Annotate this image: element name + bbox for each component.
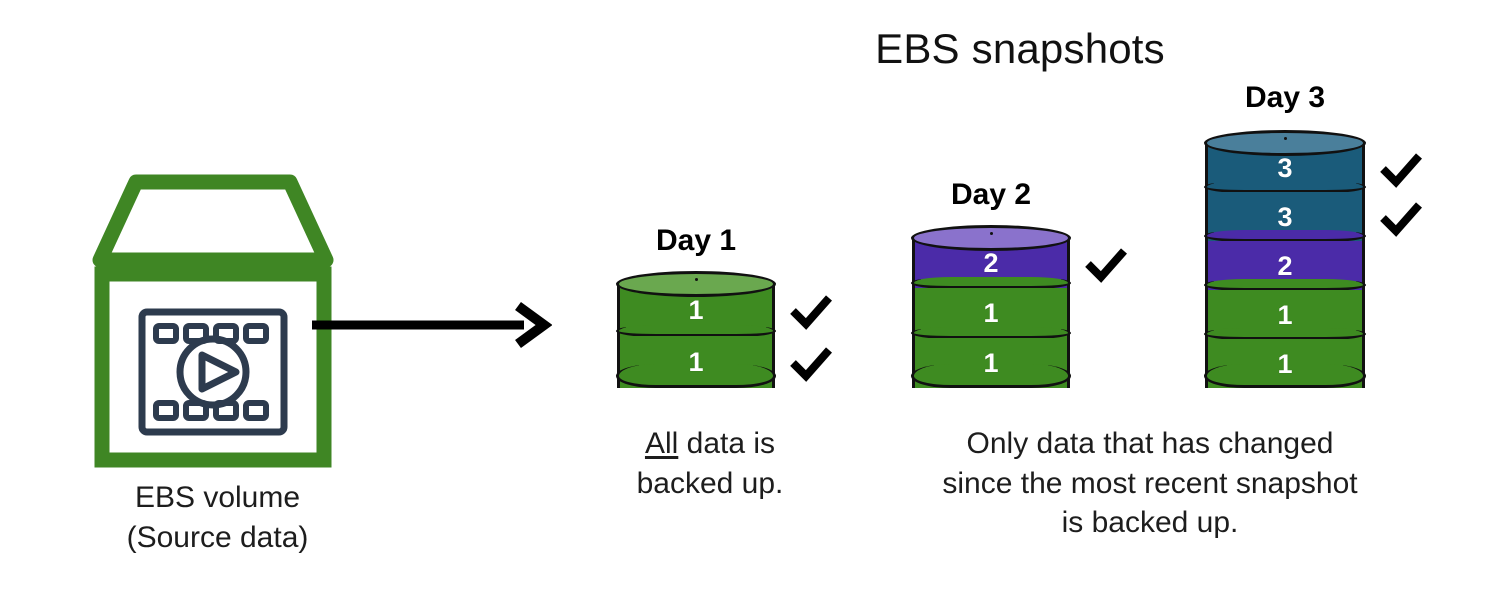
layer-value: 1 [688,347,704,378]
layer-separator [1204,328,1366,340]
snapshot-layer-day3-3: 2 [1204,241,1366,291]
flow-arrow-right-icon [312,300,553,350]
layer-separator [1204,279,1366,291]
layer-value: 3 [1277,201,1293,232]
ebs-volume-icon [88,168,338,473]
snapshot-layer-day3-4: 1 [1204,290,1366,340]
day1-note-line-2: backed up. [636,466,784,500]
snapshot-layer-day2-1: 2 [911,238,1071,289]
checkmark-icon-day3-1 [1379,148,1423,192]
cylinder-day3: 3 3 2 1 1 [1204,130,1366,388]
checkmark-icon-day3-2 [1379,197,1423,241]
layer-separator [911,277,1071,289]
day23-note-line-1: Only data that has changed [966,427,1334,460]
layer-separator [1204,230,1366,242]
snapshot-stack-day3: Day 3 3 3 2 1 1 [1204,81,1422,388]
cylinder-day2: 2 1 1 [911,225,1071,388]
ebs-caption-line-1: EBS volume [134,481,301,514]
snapshot-stack-day2: Day 2 2 1 1 [911,178,1127,388]
layer-value: 1 [1277,348,1293,379]
cap-center-dot [989,232,993,235]
stack-label-day1: Day 1 [655,224,737,257]
cap-center-dot [1283,137,1287,140]
layer-value: 1 [688,295,704,326]
ebs-caption-line-2: (Source data) [126,520,309,554]
cylinder-base-day3 [1204,364,1366,388]
checkmark-icon-day1-1 [789,290,833,334]
day23-note-line-2: since the most recent snapshot [942,466,1358,500]
day1-note: All data is backed up. [600,424,820,503]
layer-value: 1 [983,298,999,329]
layer-value: 1 [1277,299,1293,330]
ebs-volume-caption: EBS volume (Source data) [45,478,390,557]
layer-separator [911,327,1071,339]
day1-note-line-1-rest: data is [678,427,776,460]
cylinder-top-cap-day3 [1204,130,1366,156]
snapshot-layer-day2-2: 1 [911,288,1071,339]
layer-value: 2 [1277,250,1293,281]
day23-note: Only data that has changed since the mos… [830,424,1470,543]
layer-separator [616,325,776,337]
cap-center-dot [694,278,698,281]
stack-label-day3: Day 3 [1244,81,1326,114]
checkmark-icon-day2-1 [1084,243,1128,287]
cylinder-top-cap-day1 [616,271,776,297]
page-title: EBS snapshots [875,25,1165,72]
cylinder-top-cap-day2 [911,225,1071,251]
stack-label-day2: Day 2 [950,178,1032,211]
checkmark-icon-day1-2 [789,342,833,386]
layer-separator [1204,181,1366,193]
day1-note-emphasis: All [644,427,679,460]
cylinder-base-day1 [616,364,776,388]
snapshot-layer-day3-2: 3 [1204,192,1366,242]
cylinder-base-day2 [911,364,1071,388]
day23-note-line-3: is backed up. [1061,506,1239,540]
layer-value: 1 [983,348,999,379]
layer-value: 3 [1277,152,1293,183]
layer-value: 2 [983,248,999,279]
